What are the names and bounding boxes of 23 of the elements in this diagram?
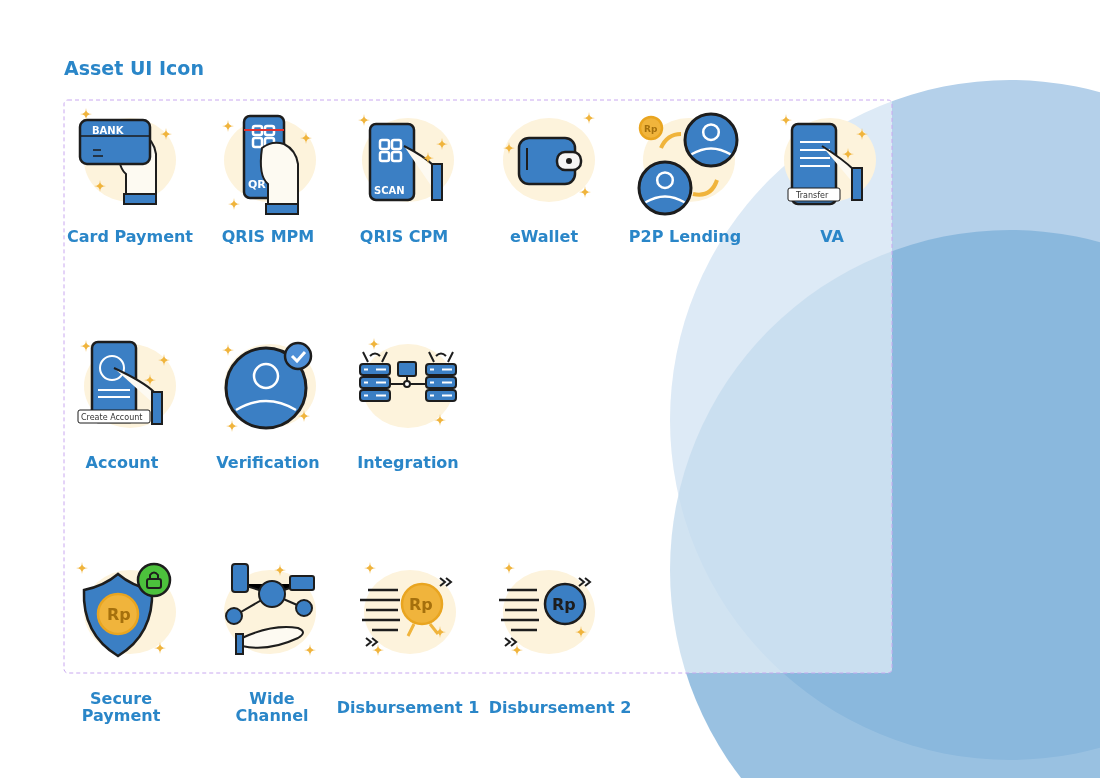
icon-caption: Verification: [215, 454, 321, 471]
icon-caption: Card Payment: [65, 228, 194, 245]
icon-caption: Account: [84, 454, 160, 471]
icon-text: QR: [248, 178, 266, 191]
icon-caption: Disbursement 1: [335, 699, 481, 716]
page-title: Asset UI Icon: [64, 57, 204, 79]
icon-text: Rp: [644, 124, 658, 134]
icon-text: Rp: [552, 595, 576, 614]
icon-caption: eWallet: [508, 228, 580, 245]
icon-text: Transfer: [796, 190, 829, 200]
icon-caption: QRIS MPM: [220, 228, 316, 245]
icon-text: Rp: [107, 605, 131, 624]
icon-caption: Wide Channel: [234, 690, 310, 724]
icon-text: SCAN: [374, 185, 405, 196]
icon-caption: Integration: [356, 454, 460, 471]
icon-caption: P2P Lending: [627, 228, 743, 245]
icon-caption: VA: [819, 228, 845, 245]
icon-caption: Secure Payment: [80, 690, 162, 724]
icon-text: Rp: [409, 595, 433, 614]
icon-caption: Disbursement 2: [487, 699, 633, 716]
icon-text: Create Account: [81, 412, 143, 422]
icon-caption: QRIS CPM: [358, 228, 450, 245]
icon-text: BANK: [92, 125, 124, 136]
